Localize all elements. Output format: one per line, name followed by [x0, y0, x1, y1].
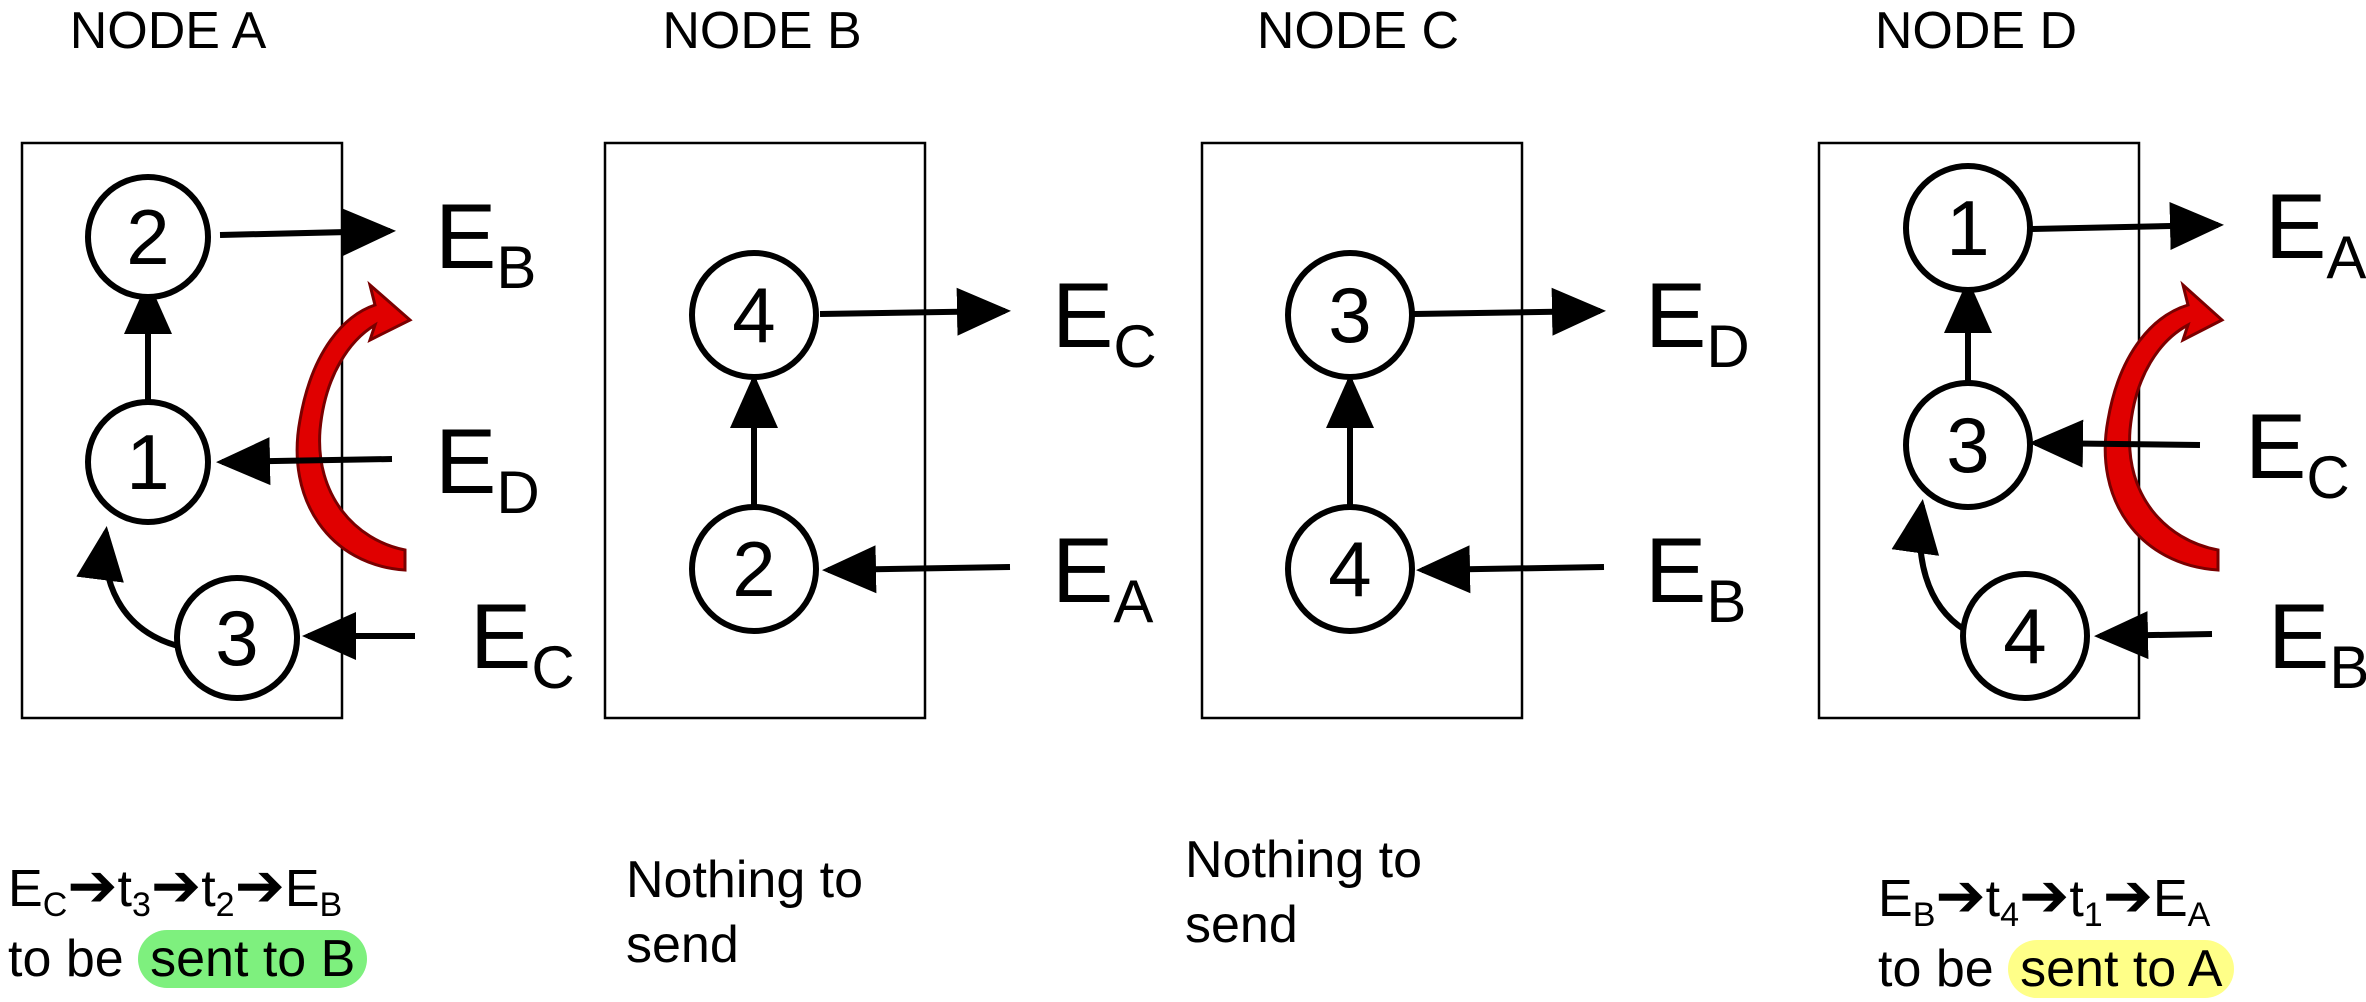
caption-node-d: EB➔t4➔t1➔EA to be sent to A	[1878, 858, 2235, 1002]
node-a-circle-3-label: 3	[215, 594, 258, 682]
node-a-event-ed: ED	[435, 411, 540, 526]
node-b-group: 4 2 EC EA	[689, 250, 1157, 635]
arrow-ea-to-b-2	[822, 545, 1011, 594]
node-c-circle-4-label: 4	[1328, 525, 1371, 613]
node-a-circle-2	[85, 174, 211, 300]
arrow-a-2-to-eb	[219, 208, 396, 257]
node-a-group: 2 1 3 EB ED EC	[76, 174, 575, 701]
node-b-circle-2	[689, 504, 819, 634]
node-c-circle-4	[1285, 504, 1415, 634]
node-b-event-ea: EA	[1052, 520, 1153, 635]
node-b-circle-4	[689, 250, 819, 380]
node-a-circle-1-label: 1	[126, 418, 169, 506]
caption-node-a: EC➔t3➔t2➔EB to be sent to B	[8, 848, 368, 992]
caption-node-c: Nothing to send	[1185, 831, 1423, 954]
node-c-title: NODE C	[1257, 2, 1459, 60]
node-b-circle-2-label: 2	[732, 525, 775, 613]
node-d-event-eb: EB	[2268, 586, 2366, 701]
node-c-box	[1200, 141, 1524, 720]
node-d-group: 1 3 4 EA EC EB	[1891, 163, 2366, 701]
right-arrow-icon: ➔	[234, 852, 285, 919]
arrow-d-4-to-3	[1891, 499, 1967, 633]
node-c-circle-3-label: 3	[1328, 271, 1371, 359]
right-arrow-icon: ➔	[2019, 862, 2070, 929]
node-d-circle-3	[1903, 380, 2033, 510]
node-a-box	[20, 141, 344, 720]
node-a-title: NODE A	[70, 2, 267, 60]
highlight-sent-to-b: sent to B	[138, 929, 368, 988]
highlight-sent-to-a: sent to A	[2008, 939, 2235, 998]
reorder-arrow-d	[2103, 280, 2225, 572]
caption-d-chain: EB➔t4➔t1➔EA	[1878, 862, 2211, 934]
node-a-event-eb: EB	[435, 186, 536, 301]
node-b-event-ec: EC	[1052, 265, 1157, 380]
node-d-circle-4	[1960, 571, 2090, 701]
node-b-circle-4-label: 4	[732, 271, 775, 359]
right-arrow-icon: ➔	[1935, 862, 1986, 929]
node-b-title: NODE B	[662, 2, 861, 60]
arrow-ec-to-d-3	[2029, 419, 2201, 468]
node-c-event-ed: ED	[1645, 265, 1750, 380]
caption-node-b: Nothing to send	[626, 851, 864, 974]
arrow-b-4-to-ec	[819, 287, 1011, 336]
arrow-d-1-to-ea	[2031, 202, 2224, 251]
arrow-a-3-to-1	[76, 526, 179, 649]
node-c-group: 3 4 ED EB	[1285, 250, 1750, 635]
node-d-circle-3-label: 3	[1946, 401, 1989, 489]
node-a-circle-1	[85, 399, 211, 525]
arrow-eb-to-c-4	[1416, 545, 1605, 594]
reorder-arrow-a	[295, 280, 413, 572]
node-d-event-ea: EA	[2265, 176, 2366, 291]
node-c-circle-3	[1285, 250, 1415, 380]
right-arrow-icon: ➔	[2102, 862, 2153, 929]
node-d-box	[1817, 141, 2141, 720]
node-b-box	[603, 141, 927, 720]
node-d-title: NODE D	[1875, 2, 2077, 60]
node-d-circle-4-label: 4	[2003, 592, 2046, 680]
node-d-circle-1-label: 1	[1946, 184, 1989, 272]
node-c-event-eb: EB	[1645, 520, 1746, 635]
node-a-event-ec: EC	[470, 586, 575, 701]
right-arrow-icon: ➔	[150, 852, 202, 919]
node-a-circle-2-label: 2	[126, 193, 169, 281]
right-arrow-icon: ➔	[67, 852, 118, 919]
caption-a-send: to be sent to B	[8, 927, 368, 992]
node-d-event-ec: EC	[2245, 396, 2350, 511]
node-a-circle-3	[174, 575, 300, 701]
arrow-ed-to-a-1	[216, 437, 393, 486]
caption-a-chain: EC➔t3➔t2➔EB	[8, 852, 343, 924]
arrow-c-3-to-ed	[1413, 287, 1606, 336]
arrow-eb-to-d-4	[2094, 611, 2213, 660]
node-d-circle-1	[1903, 163, 2033, 293]
caption-d-send: to be sent to A	[1878, 937, 2235, 1002]
